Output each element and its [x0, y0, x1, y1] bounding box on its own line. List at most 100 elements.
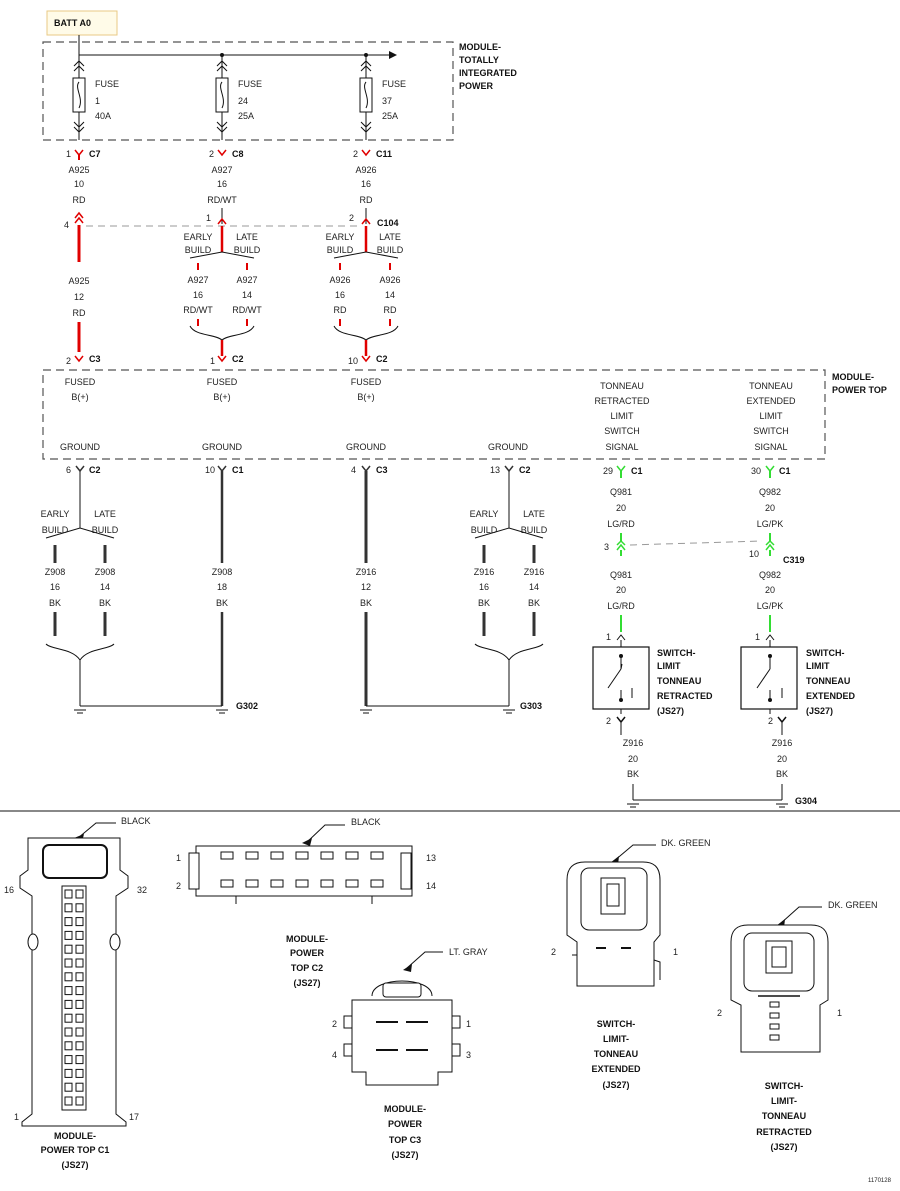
svg-text:RD/WT: RD/WT	[183, 305, 213, 315]
svg-text:C2: C2	[376, 354, 388, 364]
svg-text:Z908: Z908	[212, 567, 233, 577]
svg-text:Z916: Z916	[524, 567, 545, 577]
svg-text:LATE: LATE	[94, 509, 116, 519]
svg-text:RETRACTED: RETRACTED	[756, 1127, 812, 1137]
svg-text:A927: A927	[211, 165, 232, 175]
fused-label-3b: B(+)	[357, 392, 374, 402]
svg-text:EARLY: EARLY	[184, 232, 213, 242]
svg-text:1: 1	[176, 853, 181, 863]
svg-text:14: 14	[242, 290, 252, 300]
c2-pin-cavity	[295, 879, 309, 888]
svg-text:A926: A926	[379, 275, 400, 285]
module-power-top-label-1: MODULE-	[832, 372, 874, 382]
svg-text:SWITCH-: SWITCH-	[806, 648, 845, 658]
ret-pin-cavity	[769, 1012, 780, 1019]
switch-ext-ground-wire: 2 Z916 20 BK	[768, 716, 792, 800]
c2-pin-cavity	[370, 851, 384, 860]
c104-pin2: 2	[349, 213, 354, 223]
svg-text:1: 1	[606, 632, 611, 642]
svg-text:C1: C1	[631, 466, 643, 476]
ret-sig-5: SIGNAL	[605, 442, 638, 452]
c1-pin-cavity	[64, 930, 73, 940]
svg-text:18: 18	[217, 582, 227, 592]
svg-text:RD/WT: RD/WT	[207, 195, 237, 205]
svg-text:Q982: Q982	[759, 487, 781, 497]
svg-text:POWER: POWER	[388, 1119, 423, 1129]
svg-text:A925: A925	[68, 276, 89, 286]
svg-text:POWER TOP C1: POWER TOP C1	[41, 1145, 110, 1155]
c1-pin-cavity	[64, 1041, 73, 1051]
c1-pin-cavity	[75, 1013, 84, 1023]
svg-text:2: 2	[717, 1008, 722, 1018]
svg-text:(JS27): (JS27)	[602, 1080, 629, 1090]
svg-text:BUILD: BUILD	[377, 245, 404, 255]
c1-pin-cavity	[75, 889, 84, 899]
svg-text:16: 16	[217, 179, 227, 189]
svg-text:TONNEAU: TONNEAU	[657, 676, 701, 686]
fused-label-2: FUSED	[207, 377, 238, 387]
c104-label: C104	[377, 218, 399, 228]
svg-text:RD: RD	[384, 305, 397, 315]
svg-text:2: 2	[768, 716, 773, 726]
svg-text:BLACK: BLACK	[121, 816, 151, 826]
svg-text:1: 1	[14, 1112, 19, 1122]
svg-text:DK. GREEN: DK. GREEN	[828, 900, 878, 910]
svg-text:RETRACTED: RETRACTED	[657, 691, 713, 701]
c11-connector: 2 C11 A926 16 RD	[353, 149, 392, 205]
ret-sig-2: RETRACTED	[594, 396, 650, 406]
c2-pin-cavity	[220, 851, 234, 860]
svg-text:MODULE-: MODULE-	[54, 1131, 96, 1141]
c1-pin-cavity	[75, 1027, 84, 1037]
svg-text:17: 17	[129, 1112, 139, 1122]
svg-text:1: 1	[66, 149, 71, 159]
svg-text:BUILD: BUILD	[92, 525, 119, 535]
svg-text:SWITCH-: SWITCH-	[765, 1081, 804, 1091]
ground-wire-z916: 4 C3 Z916 12 BK	[351, 465, 388, 706]
svg-text:BUILD: BUILD	[234, 245, 261, 255]
svg-text:2: 2	[353, 149, 358, 159]
c1-pin-cavity	[64, 1055, 73, 1065]
svg-text:EARLY: EARLY	[41, 509, 70, 519]
svg-text:Z908: Z908	[45, 567, 66, 577]
svg-text:3: 3	[466, 1050, 471, 1060]
c1-pin-cavity	[64, 1027, 73, 1037]
svg-text:2: 2	[606, 716, 611, 726]
c1-pin-cavity	[75, 1055, 84, 1065]
svg-text:16: 16	[50, 582, 60, 592]
svg-text:37: 37	[382, 96, 392, 106]
svg-text:12: 12	[361, 582, 371, 592]
svg-text:12: 12	[74, 292, 84, 302]
svg-text:16: 16	[4, 885, 14, 895]
module-power-top-box	[42, 369, 826, 460]
svg-text:LIMIT-: LIMIT-	[771, 1096, 797, 1106]
wire-a925: A925 12 RD 2 C3	[66, 211, 101, 366]
svg-text:(JS27): (JS27)	[657, 706, 684, 716]
c2-pin-cavity	[270, 851, 284, 860]
svg-text:16: 16	[361, 179, 371, 189]
svg-text:(JS27): (JS27)	[391, 1150, 418, 1160]
svg-text:2: 2	[551, 947, 556, 957]
svg-text:BK: BK	[627, 769, 639, 779]
svg-text:BK: BK	[360, 598, 372, 608]
svg-text:C3: C3	[89, 354, 101, 364]
c1-pin-cavity	[75, 1041, 84, 1051]
svg-text:14: 14	[529, 582, 539, 592]
svg-text:3: 3	[604, 542, 609, 552]
module-tip-label-4: POWER	[459, 81, 494, 91]
wire-a926: EARLY BUILD LATE BUILD A926 16 RD A926 1…	[326, 208, 404, 366]
c1-pin-cavity	[75, 944, 84, 954]
svg-text:C2: C2	[89, 465, 101, 475]
ground-label-3: GROUND	[346, 442, 386, 452]
svg-text:LIMIT: LIMIT	[657, 661, 681, 671]
svg-text:RD: RD	[334, 305, 347, 315]
svg-text:14: 14	[426, 881, 436, 891]
svg-text:LIMIT-: LIMIT-	[603, 1034, 629, 1044]
svg-text:14: 14	[385, 290, 395, 300]
svg-text:1: 1	[95, 96, 100, 106]
connector-c3-view: LT. GRAY 2 4 1 3 MODULE- POWER TOP C3 (J…	[332, 947, 488, 1160]
svg-text:C1: C1	[779, 466, 791, 476]
svg-text:RD: RD	[73, 308, 86, 318]
ret-pin-cavity	[769, 1023, 780, 1030]
ret-pin-cavity	[769, 1001, 780, 1008]
c1-pin-cavity	[75, 903, 84, 913]
